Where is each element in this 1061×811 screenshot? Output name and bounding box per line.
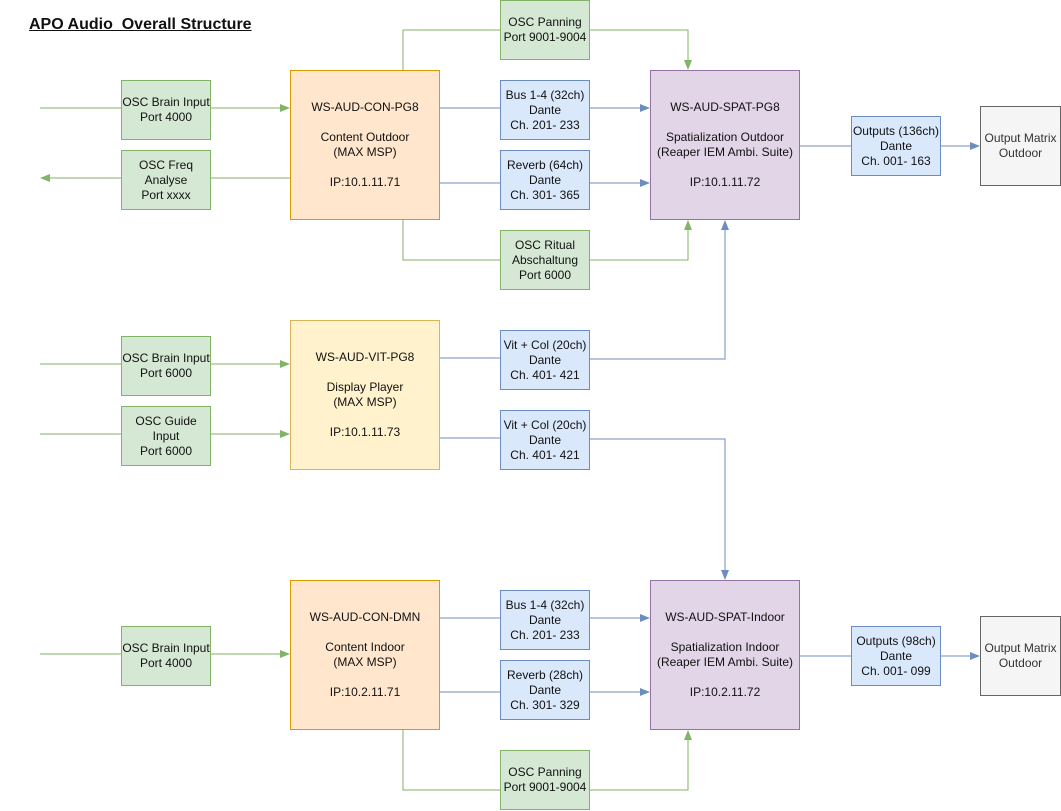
ws-aud-con-pg8[interactable]: WS-AUD-CON-PG8 Content Outdoor (MAX MSP)…	[290, 70, 440, 220]
osc-ritual-abschaltung[interactable]: OSC Ritual Abschaltung Port 6000	[500, 230, 590, 290]
ws-aud-spat-indoor[interactable]: WS-AUD-SPAT-Indoor Spatialization Indoor…	[650, 580, 800, 730]
edge-panning-to-spatindoor	[590, 730, 692, 791]
osc-freq-analyse[interactable]: OSC Freq Analyse Port xxxx	[121, 150, 211, 210]
ws-aud-spat-pg8[interactable]: WS-AUD-SPAT-PG8 Spatialization Outdoor (…	[650, 70, 800, 220]
edge-condmn-panning	[402, 730, 500, 791]
bus-dante-bottom[interactable]: Bus 1-4 (32ch) Dante Ch. 201- 233	[500, 590, 590, 650]
osc-brain-input-4000-top[interactable]: OSC Brain Input Port 4000	[121, 80, 211, 140]
osc-guide-input[interactable]: OSC Guide Input Port 6000	[121, 406, 211, 466]
edge-con-ritual	[402, 220, 500, 261]
osc-brain-input-4000-bottom[interactable]: OSC Brain Input Port 4000	[121, 626, 211, 686]
edge-vit2-to-spatindoor	[590, 438, 729, 580]
reverb-dante-top[interactable]: Reverb (64ch) Dante Ch. 301- 365	[500, 150, 590, 210]
ws-aud-con-dmn[interactable]: WS-AUD-CON-DMN Content Indoor (MAX MSP) …	[290, 580, 440, 730]
edge-ritual-to-spat	[590, 220, 692, 261]
osc-brain-input-6000[interactable]: OSC Brain Input Port 6000	[121, 336, 211, 396]
outputs-dante-bottom[interactable]: Outputs (98ch) Dante Ch. 001- 099	[851, 626, 941, 686]
osc-panning-top[interactable]: OSC Panning Port 9001-9004	[500, 0, 590, 60]
page-title: APO Audio Overall Structure	[29, 16, 252, 33]
edge-vit1-to-spat	[590, 220, 729, 360]
osc-panning-bottom[interactable]: OSC Panning Port 9001-9004	[500, 750, 590, 810]
vit-col-dante-2[interactable]: Vit + Col (20ch) Dante Ch. 401- 421	[500, 410, 590, 470]
vit-col-dante-1[interactable]: Vit + Col (20ch) Dante Ch. 401- 421	[500, 330, 590, 390]
output-matrix-bottom[interactable]: Output Matrix Outdoor	[980, 616, 1061, 696]
edge-panning-to-spat	[590, 29, 692, 70]
ws-aud-vit-pg8[interactable]: WS-AUD-VIT-PG8 Display Player (MAX MSP) …	[290, 320, 440, 470]
bus-dante-top[interactable]: Bus 1-4 (32ch) Dante Ch. 201- 233	[500, 80, 590, 140]
outputs-dante-top[interactable]: Outputs (136ch) Dante Ch. 001- 163	[851, 116, 941, 176]
output-matrix-top[interactable]: Output Matrix Outdoor	[980, 106, 1061, 186]
reverb-dante-bottom[interactable]: Reverb (28ch) Dante Ch. 301- 329	[500, 660, 590, 720]
edge-con-panning-top	[402, 29, 500, 70]
